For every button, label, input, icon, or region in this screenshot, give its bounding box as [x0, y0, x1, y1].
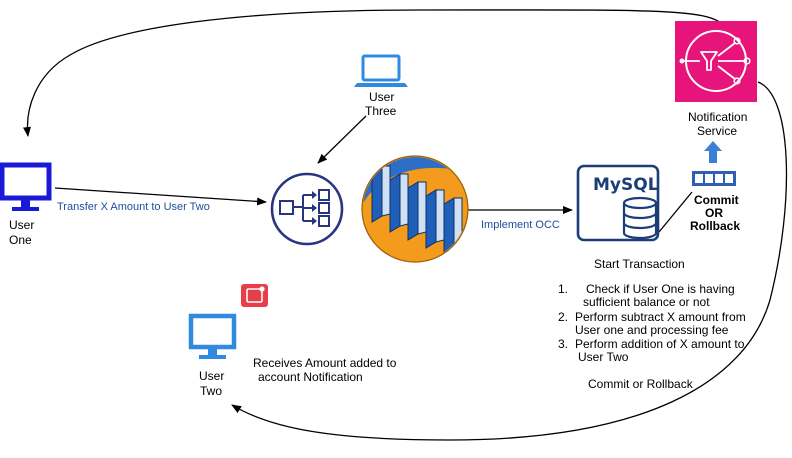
commit-or-rollback-label: Commit or Rollback [588, 377, 694, 391]
step-number: 3. [558, 337, 568, 351]
server-cluster-icon [361, 155, 469, 263]
step-number: 1. [558, 282, 568, 296]
edge-user-three-to-balancer [317, 115, 367, 164]
edge-notification-to-user-one [22, 9, 723, 137]
commit-rollback-label: Commit [694, 193, 739, 207]
up-arrow-icon [704, 141, 722, 163]
step-text: Perform addition of X amount to [575, 337, 745, 351]
user-one-label: User [9, 218, 34, 232]
notification-alert-icon [241, 284, 268, 307]
user-one-label: One [9, 233, 32, 247]
notification-service-label: Notification [688, 110, 747, 124]
user-two-label: User [199, 369, 224, 383]
edge-user-one-to-balancer [54, 187, 267, 206]
step-text: Perform subtract X amount from [575, 310, 746, 324]
step-number: 2. [558, 310, 568, 324]
user-two-label: Two [200, 384, 222, 398]
load-balancer-icon [270, 172, 344, 246]
edge-notification-to-user-two [231, 81, 788, 441]
step-text: sufficient balance or not [583, 295, 710, 309]
desktop-monitor-icon [0, 162, 52, 211]
transaction-steps-list: 1. Check if User One is having sufficien… [558, 282, 746, 364]
database-cylinder-icon [622, 196, 658, 240]
edge-mysql-to-queue [658, 191, 693, 233]
commit-rollback-label: Rollback [690, 219, 740, 233]
user-three-label: Three [365, 104, 397, 118]
receives-notification-label: Receives Amount added to [253, 356, 397, 370]
step-text: User one and processing fee [575, 323, 729, 337]
mysql-label: MySQL [593, 175, 659, 195]
step-text: Check if User One is having [586, 282, 735, 296]
user-three-label: User [369, 90, 394, 104]
mysql-database-icon: MySQL [576, 164, 660, 242]
edge-label-transfer: Transfer X Amount to User Two [57, 201, 210, 213]
laptop-icon [354, 54, 408, 87]
notification-service-label: Service [697, 124, 737, 138]
step-text: User Two [578, 350, 629, 364]
message-queue-icon [692, 171, 736, 186]
desktop-monitor-icon [188, 313, 237, 359]
sns-notification-icon [675, 21, 757, 102]
receives-notification-label: account Notification [258, 370, 363, 384]
start-transaction-label: Start Transaction [594, 257, 685, 271]
commit-rollback-label: OR [705, 206, 723, 220]
edge-label-implement-occ: Implement OCC [481, 219, 560, 231]
